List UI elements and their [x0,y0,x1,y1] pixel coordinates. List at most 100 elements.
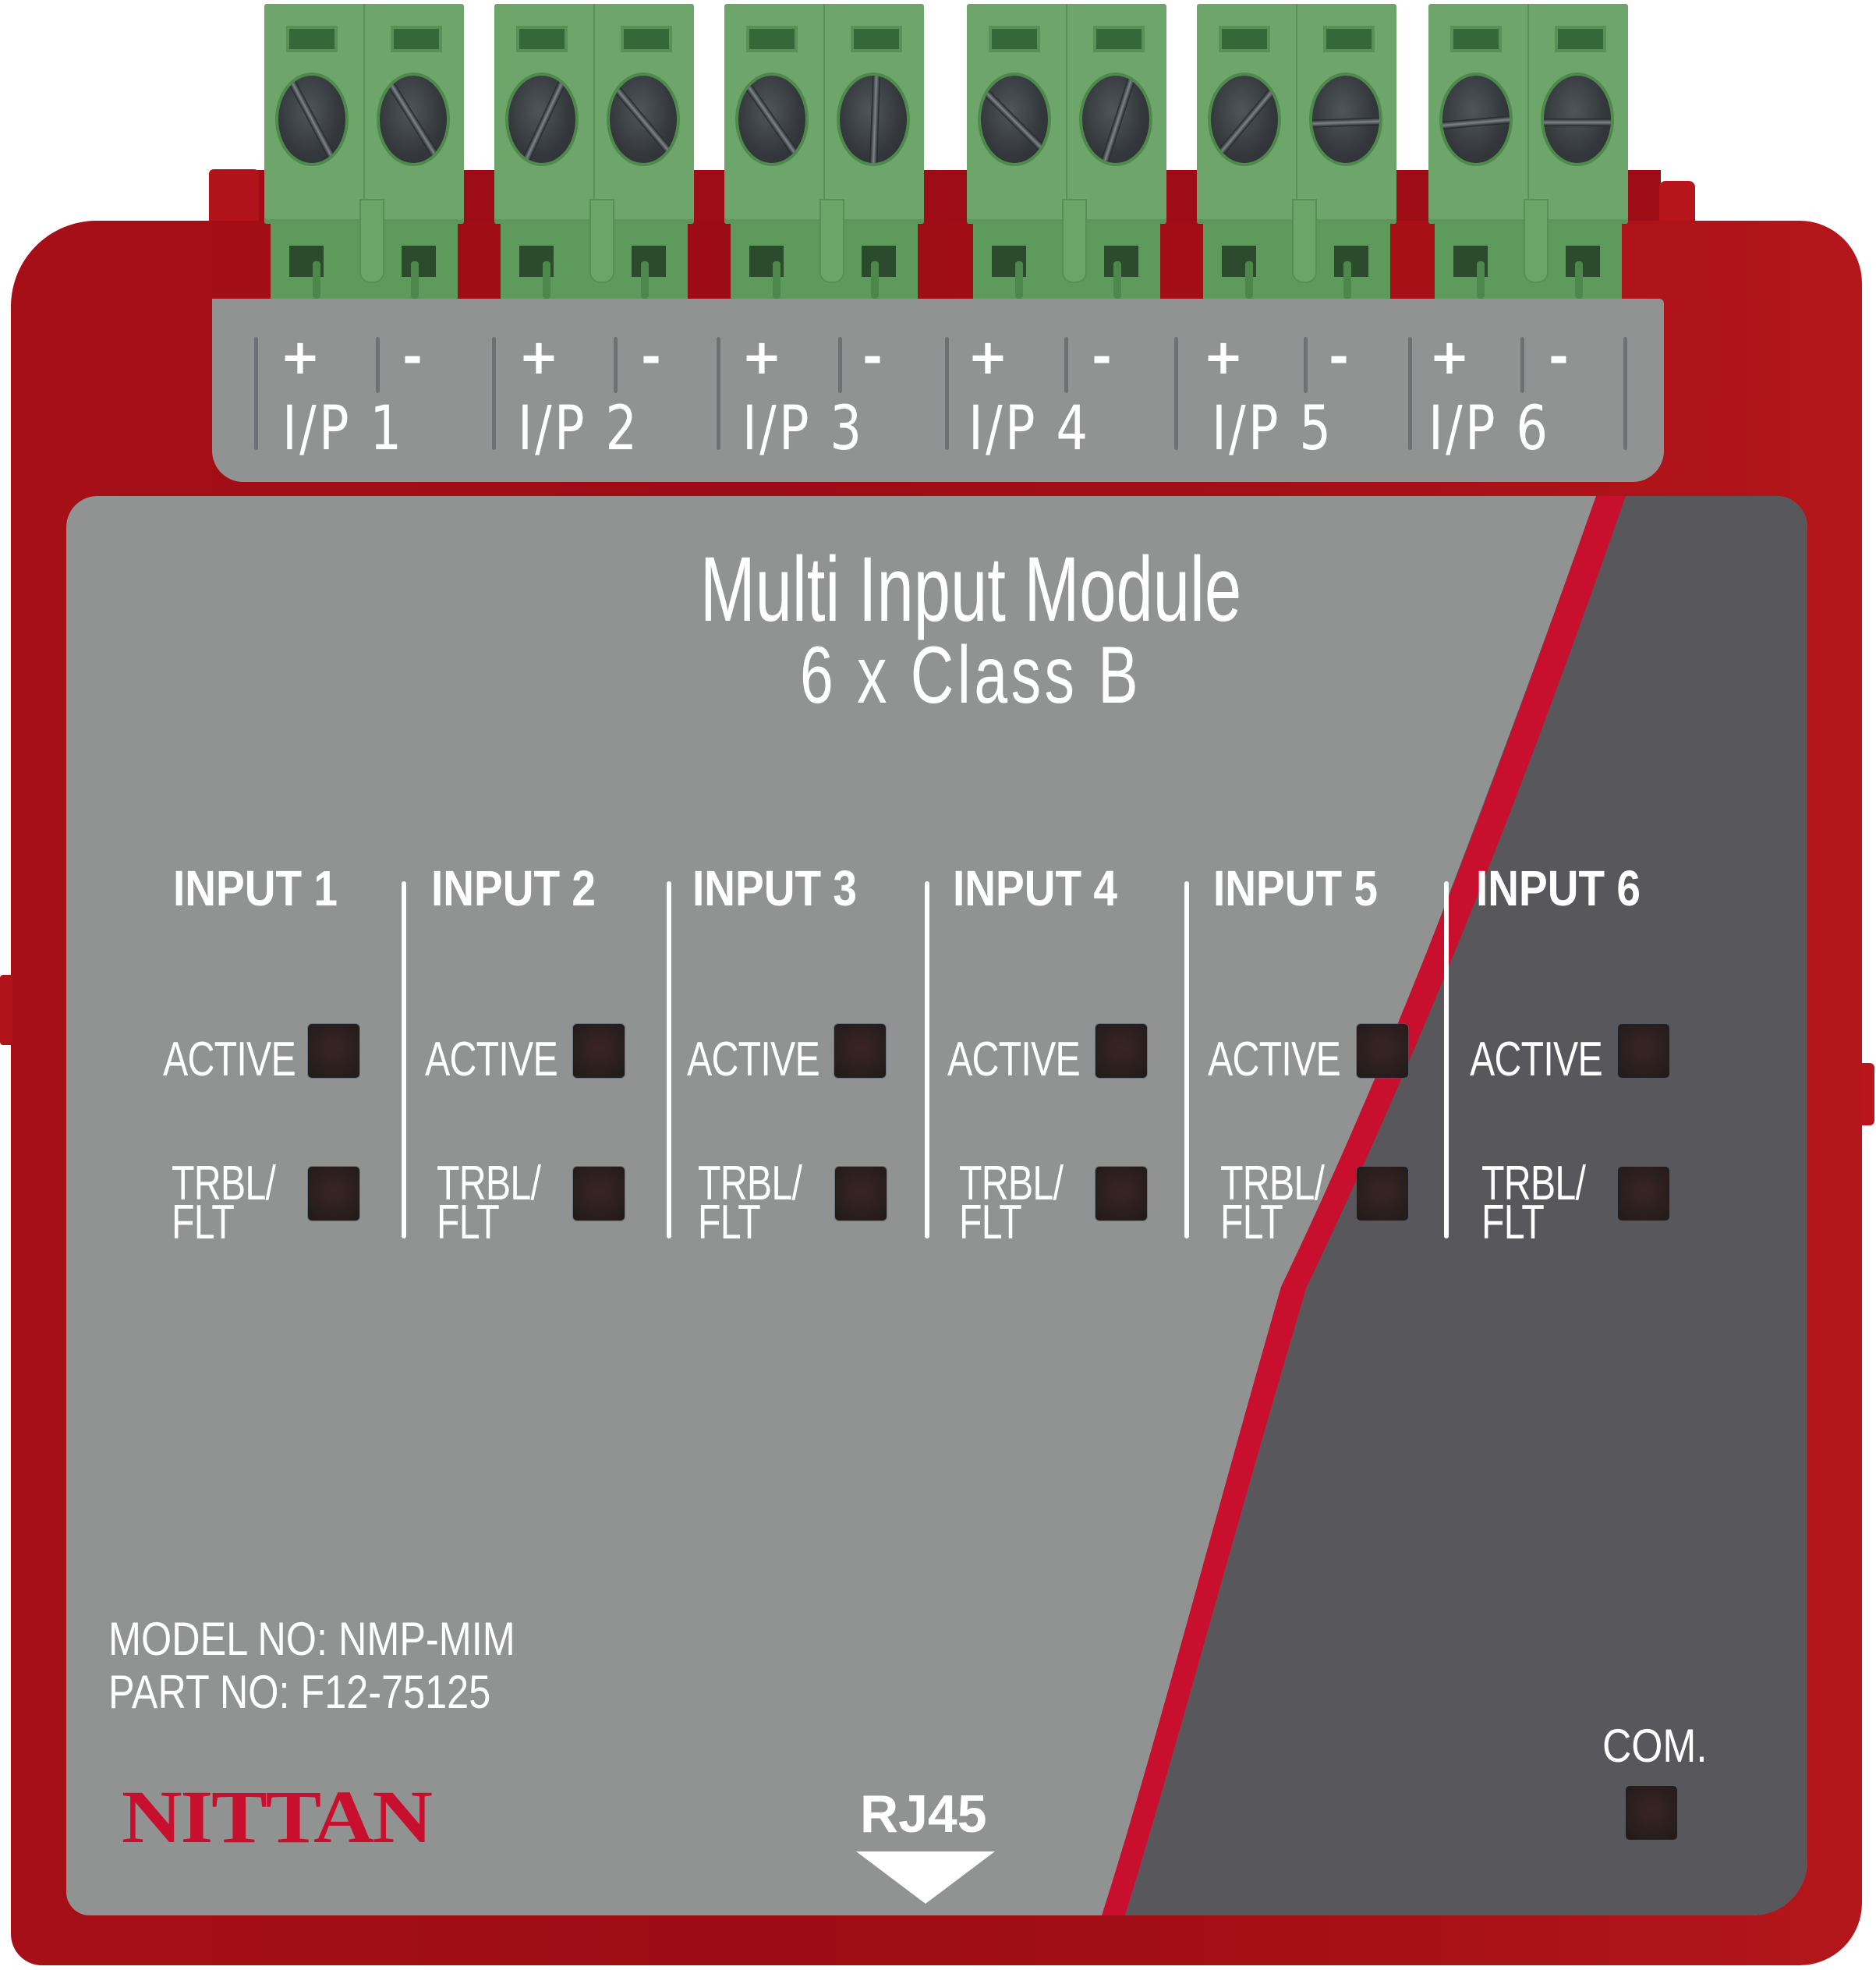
terminal-release-tab[interactable] [1524,199,1549,283]
input-2-trbl-led [573,1167,625,1221]
terminal-plug-head [494,4,694,224]
input-3-active-label: ACTIVE [687,1033,820,1086]
terminal-block-5[interactable] [1197,4,1396,302]
screw-minus-icon[interactable] [1309,73,1382,166]
terminal-4-plus: + [968,328,1008,385]
front-label-panel: Multi Input Module 6 x Class B INPUT 1 A… [66,496,1807,1915]
rj45-label: RJ45 [860,1784,987,1844]
input-4-heading: INPUT 4 [953,860,1118,916]
terminal-6-label: I/P 6 [1428,394,1551,464]
module-subtitle: 6 x Class B [799,630,1142,721]
terminal-block-2[interactable] [494,4,694,302]
terminal-socket [402,246,436,277]
terminal-block-3[interactable] [724,4,924,302]
screw-plus-icon[interactable] [735,73,809,166]
terminal-release-tab[interactable] [1062,199,1087,283]
terminal-2-plus: + [519,328,559,385]
terminal-3-label: I/P 3 [742,394,865,464]
terminal-1-plus: + [280,328,320,385]
screw-plus-icon[interactable] [1439,73,1513,166]
input-6-active-led [1618,1024,1669,1078]
wire-entry-slot [621,26,672,52]
terminal-pin [313,261,320,299]
terminal-release-tab[interactable] [1292,199,1317,283]
terminal-block-6[interactable] [1428,4,1628,302]
input-4-active-label: ACTIVE [947,1033,1081,1086]
terminal-release-tab[interactable] [819,199,844,283]
part-number: PART NO: F12-75125 [108,1666,491,1718]
terminal-socket [1334,246,1368,277]
wire-entry-slot [851,26,902,52]
wire-entry-slot [1093,26,1145,52]
input-3-trbl-label: TRBL/ [698,1157,802,1210]
input-2-trbl-label: TRBL/ [437,1157,541,1210]
strip-divider [717,337,720,450]
terminal-plug-head [1428,4,1628,224]
terminal-4-minus: - [1092,328,1112,385]
terminal-release-tab[interactable] [359,199,384,283]
wire-entry-slot [1555,26,1606,52]
terminal-4-label: I/P 4 [968,394,1091,464]
screw-plus-icon[interactable] [978,73,1051,166]
input-2-active-led [573,1024,625,1078]
terminal-5-minus: - [1329,328,1349,385]
screw-minus-icon[interactable] [607,73,680,166]
screw-plus-icon[interactable] [275,73,349,166]
input-6-flt-label: FLT [1481,1196,1545,1249]
strip-divider [254,337,258,450]
input-3-heading: INPUT 3 [692,860,858,916]
screw-minus-icon[interactable] [1079,73,1152,166]
input-2-active-label: ACTIVE [425,1033,558,1086]
input-divider [402,881,406,1238]
terminal-plug-head [967,4,1166,224]
input-2-flt-label: FLT [437,1196,500,1249]
com-label: COM. [1602,1720,1708,1772]
wire-entry-slot [746,26,798,52]
input-3-active-led [834,1024,886,1078]
screw-minus-icon[interactable] [1541,73,1614,166]
input-4-trbl-label: TRBL/ [959,1157,1064,1210]
input-4-trbl-led [1096,1167,1147,1221]
terminal-pin [1477,261,1485,299]
terminal-block-4[interactable] [967,4,1166,302]
terminal-release-tab[interactable] [589,199,614,283]
strip-divider [1064,337,1068,393]
input-1-active-led [308,1024,359,1078]
terminal-3-plus: + [742,328,782,385]
wire-entry-slot [391,26,442,52]
terminal-block-1[interactable] [264,4,464,302]
wire-entry-slot [989,26,1040,52]
terminal-pin [871,261,879,299]
strip-divider [945,337,949,450]
terminal-pin [1015,261,1023,299]
terminal-socket [1566,246,1600,277]
screw-plus-icon[interactable] [505,73,579,166]
screw-plus-icon[interactable] [1208,73,1281,166]
input-3-flt-label: FLT [698,1196,761,1249]
screw-minus-icon[interactable] [377,73,450,166]
model-number: MODEL NO: NMP-MIM [108,1613,515,1665]
terminal-label-strip: + - I/P 1 + - I/P 2 + - I/P 3 + - I/P 4 … [212,299,1664,482]
strip-divider [1304,337,1308,393]
strip-divider [492,337,496,450]
strip-divider [1520,337,1524,393]
terminal-pin [1113,261,1121,299]
input-4-flt-label: FLT [959,1196,1022,1249]
rj45-down-arrow-icon [856,1851,995,1904]
terminal-plug-base [501,224,688,302]
terminal-pin [1575,261,1583,299]
wire-entry-slot [1450,26,1502,52]
housing-side-clip-left [0,975,12,1045]
module-title: Multi Input Module [699,538,1242,641]
input-1-heading: INPUT 1 [173,860,338,916]
input-4-active-led [1096,1024,1147,1078]
terminal-5-label: I/P 5 [1212,394,1334,464]
panel-graphic [1102,496,1807,1915]
terminal-6-minus: - [1549,328,1569,385]
input-1-trbl-label: TRBL/ [172,1157,276,1210]
terminal-pin [543,261,550,299]
red-diagonal-stripe [1102,496,1626,1915]
input-5-trbl-label: TRBL/ [1220,1157,1325,1210]
nittan-logo: NITTAN [122,1775,433,1858]
screw-minus-icon[interactable] [837,73,910,166]
